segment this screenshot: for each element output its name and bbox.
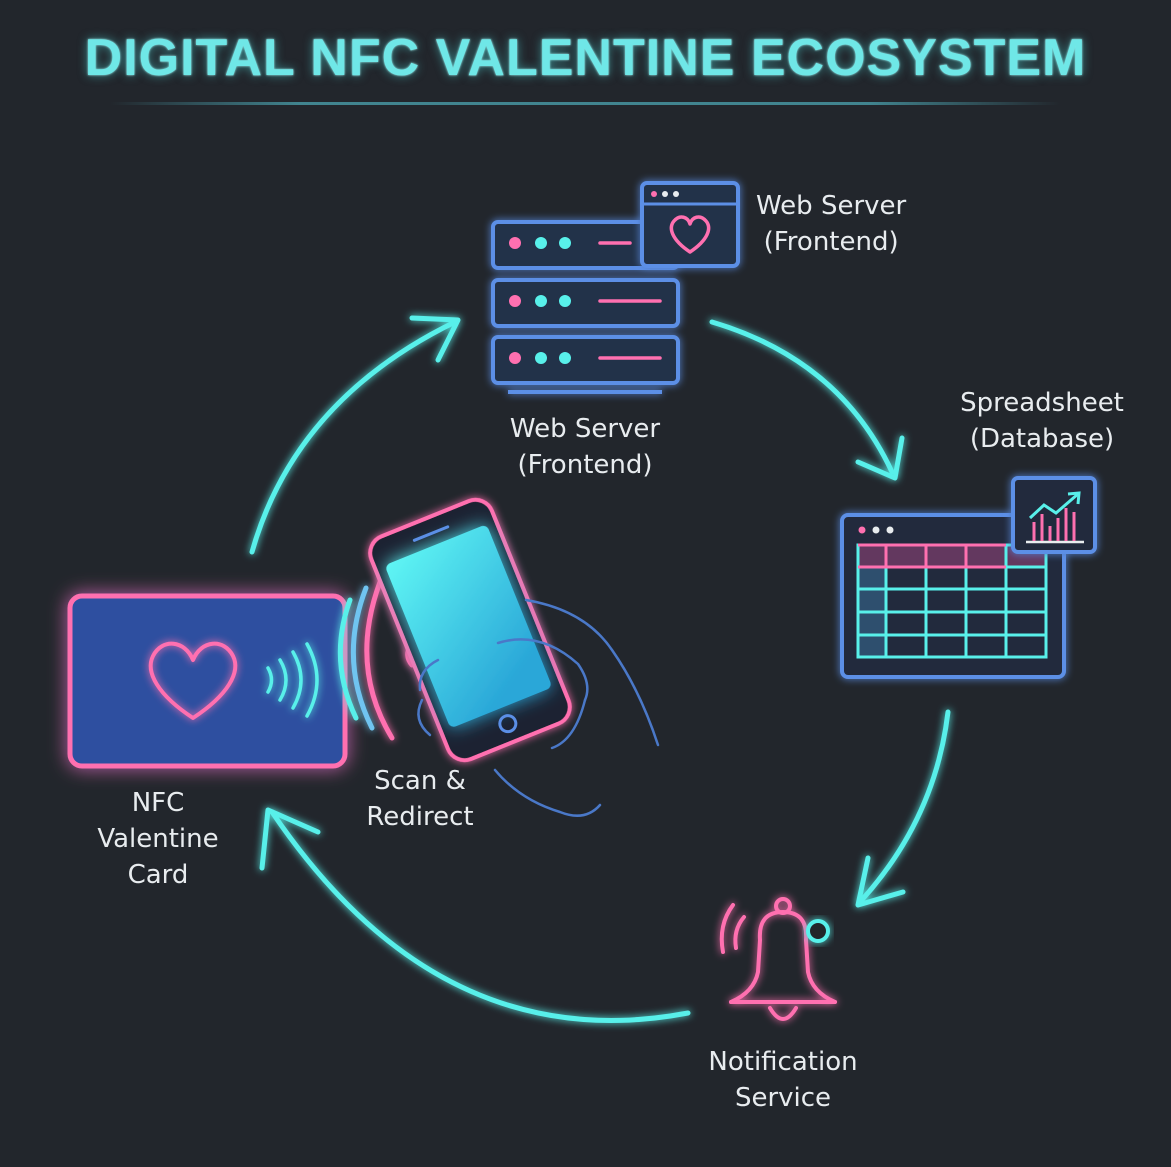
label-line: Notification: [708, 1047, 858, 1077]
label-line: Valentine: [97, 824, 219, 854]
title-underline: [110, 102, 1060, 105]
label-spreadsheet: Spreadsheet (Database): [942, 385, 1142, 457]
bell-icon: [719, 897, 837, 1021]
label-scan-redirect: Scan & Redirect: [342, 763, 498, 835]
label-line: Web Server: [756, 191, 907, 221]
label-line: (Database): [969, 424, 1115, 454]
spreadsheet-icon: [840, 513, 1066, 679]
heart-icon: [148, 641, 238, 720]
label-line: Spreadsheet: [960, 388, 1124, 418]
nfc-card: [67, 593, 348, 769]
label-nfc-card: NFC Valentine Card: [78, 785, 238, 893]
label-notification: Notification Service: [688, 1044, 878, 1116]
analytics-chart-icon: [1011, 476, 1097, 554]
label-line: Scan &: [374, 766, 466, 796]
arrow-notification-to-card: [259, 807, 691, 1023]
label-line: Redirect: [366, 802, 474, 832]
label-line: (Frontend): [763, 227, 899, 257]
nfc-wave-icon: [266, 642, 319, 718]
label-line: Card: [127, 860, 189, 890]
hand-outline: [417, 598, 660, 817]
arrow-spreadsheet-to-notification: [855, 709, 951, 908]
smartphone-icon: [368, 497, 572, 763]
notification-dot: [806, 919, 830, 943]
browser-heart-icon: [640, 181, 740, 268]
label-line: Service: [734, 1083, 832, 1113]
arrow-card-to-webserver: [249, 315, 461, 555]
label-line: Web Server: [509, 414, 661, 444]
arrow-webserver-to-spreadsheet: [709, 319, 905, 481]
label-web-server: Web Server (Frontend): [495, 411, 675, 483]
label-line: NFC: [131, 788, 185, 818]
cycle-arrows: [249, 315, 951, 1023]
label-line: (Frontend): [517, 450, 653, 480]
label-web-server-top: Web Server (Frontend): [756, 188, 906, 260]
diagram-title: DIGITAL NFC VALENTINE ECOSYSTEM: [84, 29, 1087, 87]
